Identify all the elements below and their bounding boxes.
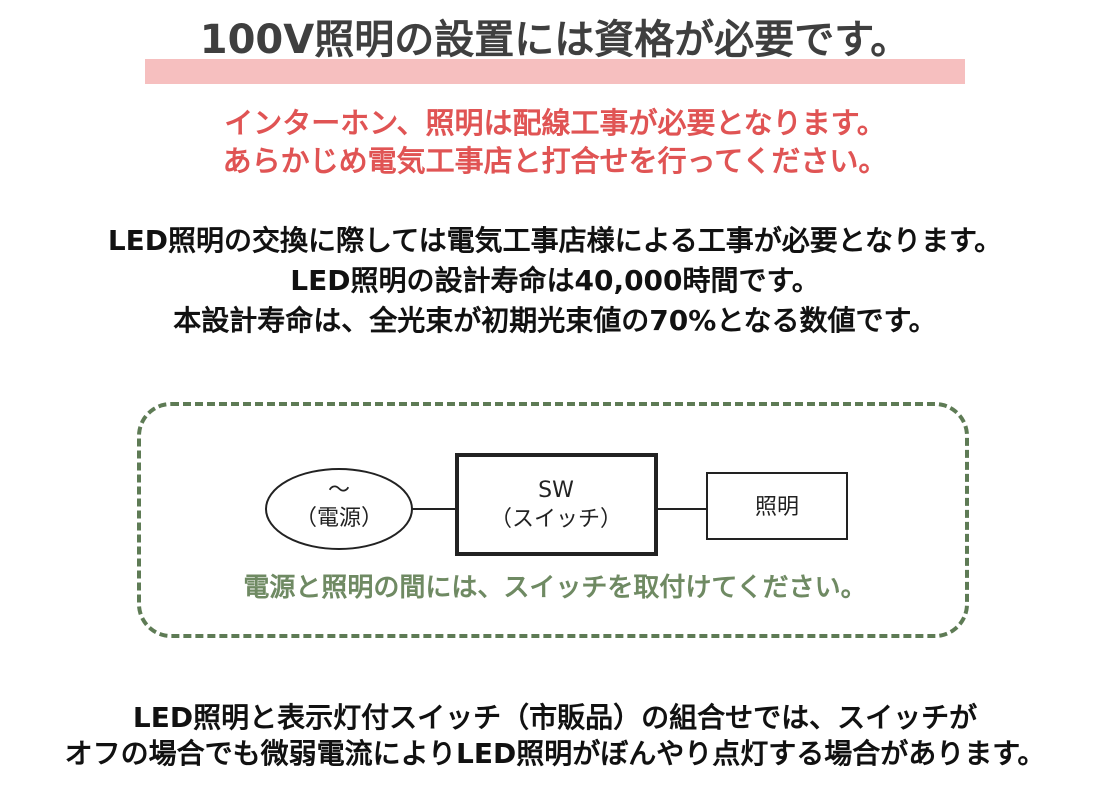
footer-line-1: LED照明と表示灯付スイッチ（市販品）の組合せでは、スイッチが <box>132 701 978 734</box>
page-title: 100V照明の設置には資格が必要です。 <box>199 17 911 63</box>
warning-text: インターホン、照明は配線工事が必要となります。 あらかじめ電気工事店と打合せを行… <box>0 104 1110 180</box>
switch-label: SW <box>538 478 574 503</box>
info-text: LED照明の交換に際しては電気工事店様による工事が必要となります。 LED照明の… <box>0 221 1110 341</box>
title-section: 100V照明の設置には資格が必要です。 <box>145 6 965 84</box>
diagram-note: 電源と照明の間には、スイッチを取付けてください。 <box>243 573 867 603</box>
info-line-2: LED照明の設計寿命は40,000時間です。 <box>290 264 820 297</box>
footer-text: LED照明と表示灯付スイッチ（市販品）の組合せでは、スイッチが オフの場合でも微… <box>0 700 1110 772</box>
info-line-3: 本設計寿命は、全光束が初期光束値の70%となる数値です。 <box>173 304 937 337</box>
footer-line-2: オフの場合でも微弱電流によりLED照明がぼんやり点灯する場合があります。 <box>64 737 1046 770</box>
switch-box <box>455 453 658 556</box>
power-symbol: ～ <box>328 478 350 503</box>
light-label: 照明 <box>755 495 799 520</box>
light-box <box>706 472 848 540</box>
warning-line-1: インターホン、照明は配線工事が必要となります。 <box>224 106 886 140</box>
info-line-1: LED照明の交換に際しては電気工事店様による工事が必要となります。 <box>107 224 1003 257</box>
wiring-diagram-box <box>137 402 969 638</box>
power-label: （電源） <box>295 506 383 531</box>
switch-sublabel: （スイッチ） <box>490 507 622 532</box>
title-highlight <box>145 59 965 84</box>
warning-line-2: あらかじめ電気工事店と打合せを行ってください。 <box>222 144 888 178</box>
